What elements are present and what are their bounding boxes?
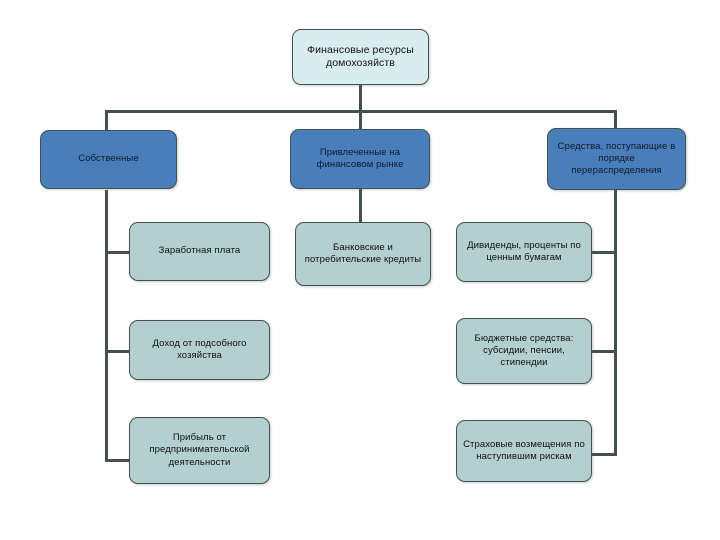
- node-label: Собственные: [78, 153, 139, 165]
- node-label: Бюджетные средства: субсидии, пенсии, ст…: [474, 332, 574, 369]
- node-budget-funds[interactable]: Бюджетные средства: субсидии, пенсии, ст…: [456, 318, 592, 384]
- connector-root-stem: [359, 85, 362, 112]
- connector-bus-to-own: [105, 110, 108, 132]
- node-salary[interactable]: Заработная плата: [129, 222, 270, 281]
- connector-redistribution-stub-2: [592, 350, 617, 353]
- node-bank-and-consumer-credits[interactable]: Банковские и потребительские кредиты: [295, 222, 431, 286]
- connector-redistribution-stub-3: [592, 453, 617, 456]
- connector-bus-to-redistribution: [614, 110, 617, 130]
- connector-bus-to-market: [359, 110, 362, 130]
- node-dividends-securities-interest[interactable]: Дивиденды, проценты по ценным бумагам: [456, 222, 592, 282]
- connector-own-stub-3: [105, 459, 129, 462]
- node-redistribution-funds[interactable]: Средства, поступающие в порядке перерасп…: [547, 128, 686, 190]
- connector-market-stem: [359, 189, 362, 222]
- connector-own-stub-1: [105, 251, 129, 254]
- connector-own-spine: [105, 190, 108, 462]
- node-label: Банковские и потребительские кредиты: [304, 241, 422, 265]
- node-own[interactable]: Собственные: [40, 130, 177, 189]
- node-label: Привлеченные на финансовом рынке: [316, 146, 404, 170]
- node-financial-resources-households[interactable]: Финансовые ресурсы домохозяйств: [292, 29, 429, 85]
- node-label: Средства, поступающие в порядке перерасп…: [557, 140, 676, 177]
- node-label: Доход от подсобного хозяйства: [152, 337, 247, 361]
- node-label: Финансовые ресурсы домохозяйств: [307, 43, 414, 69]
- node-entrepreneurial-profit[interactable]: Прибыль от предпринимательской деятельно…: [129, 417, 270, 484]
- node-label: Прибыль от предпринимательской деятельно…: [149, 432, 250, 468]
- node-raised-on-financial-market[interactable]: Привлеченные на финансовом рынке: [290, 129, 430, 189]
- node-subsidiary-farm-income[interactable]: Доход от подсобного хозяйства: [129, 320, 270, 380]
- connector-redistribution-stub-1: [592, 251, 617, 254]
- node-label: Заработная плата: [158, 245, 241, 257]
- connector-own-stub-2: [105, 350, 129, 353]
- node-insurance-compensation[interactable]: Страховые возмещения по наступившим риск…: [456, 420, 592, 482]
- node-label: Дивиденды, проценты по ценным бумагам: [467, 239, 581, 263]
- connector-redistribution-spine: [614, 190, 617, 456]
- node-label: Страховые возмещения по наступившим риск…: [463, 438, 585, 462]
